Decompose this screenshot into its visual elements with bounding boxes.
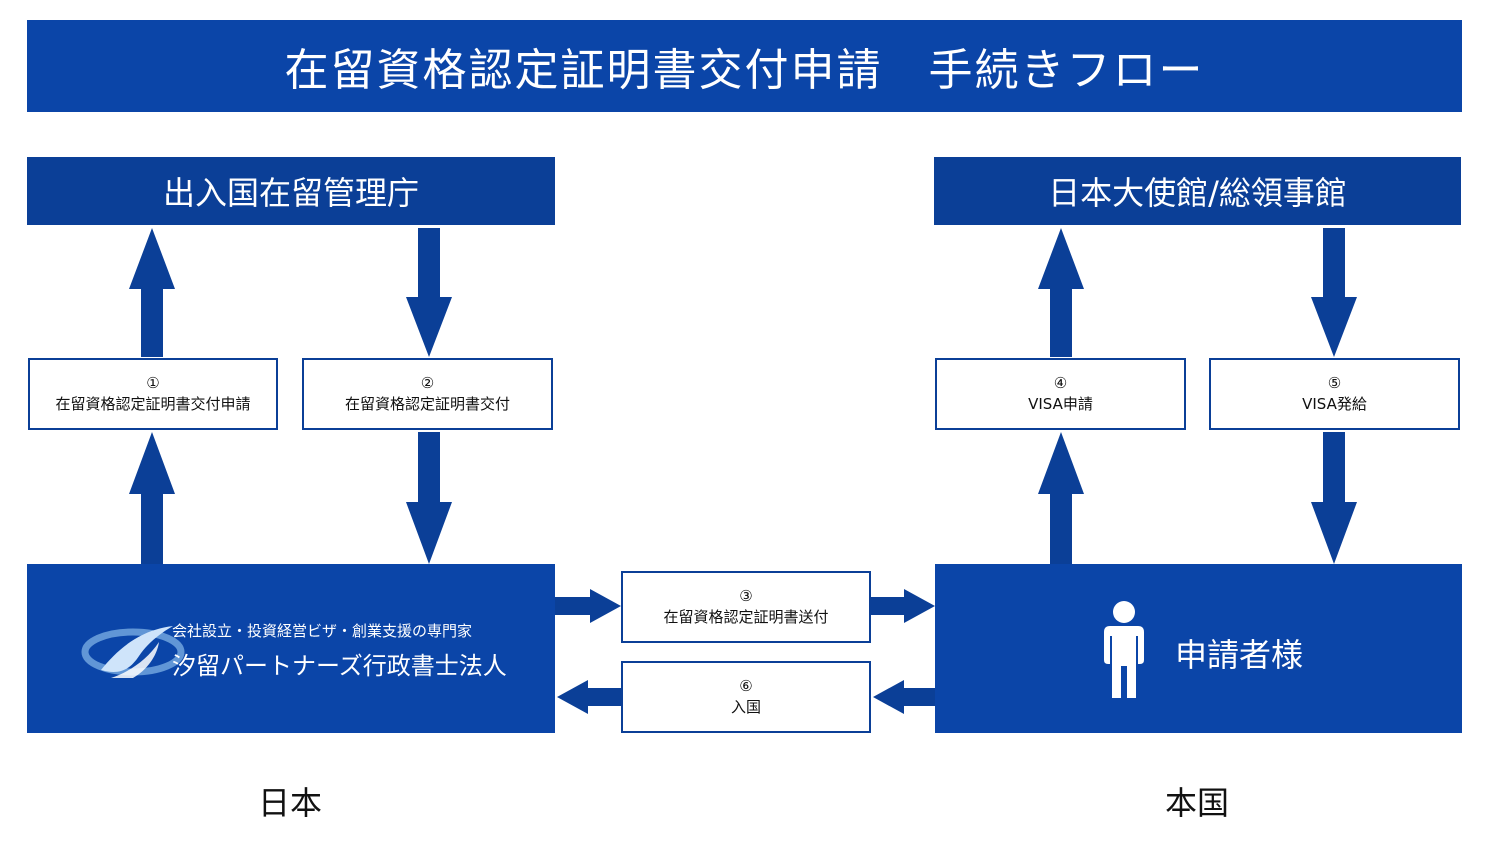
step-3-box: ③ 在留資格認定証明書送付 (621, 571, 871, 643)
region-japan: 日本 (257, 784, 322, 822)
step-4-label: VISA申請 (1028, 395, 1093, 413)
office-name: 汐留パートナーズ行政書士法人 (172, 652, 507, 680)
step-3-label: 在留資格認定証明書送付 (663, 608, 829, 626)
immigration-agency-box: 出入国在留管理庁 (27, 157, 555, 225)
arrow-right-3b (870, 589, 935, 623)
arrow-left-6b (557, 680, 621, 714)
step-5-label: VISA発給 (1302, 395, 1367, 413)
arrow-right-3a (555, 589, 621, 623)
step-1-number: ① (146, 374, 160, 392)
page-title: 在留資格認定証明書交付申請 手続きフロー (27, 20, 1462, 112)
step-6-number: ⑥ (739, 677, 753, 695)
applicant-label: 申請者様 (1175, 636, 1304, 674)
step-6-box: ⑥ 入国 (621, 661, 871, 733)
embassy-box: 日本大使館/総領事館 (934, 157, 1461, 225)
office-tagline: 会社設立・投資経営ビザ・創業支援の専門家 (172, 622, 473, 640)
arrow-up-4b (1038, 432, 1084, 564)
company-logo-icon (81, 626, 185, 678)
step-2-label: 在留資格認定証明書交付 (344, 395, 510, 413)
step-2-number: ② (420, 374, 435, 392)
region-home-country: 本国 (1164, 784, 1229, 822)
step-4-number: ④ (1053, 374, 1068, 392)
arrow-up-1a (129, 228, 175, 357)
step-5-number: ⑤ (1327, 374, 1342, 392)
arrow-down-5b (1311, 432, 1357, 564)
arrow-down-2b (406, 432, 452, 564)
step-1-box: ① 在留資格認定証明書交付申請 (28, 358, 278, 430)
step-3-number: ③ (739, 587, 753, 605)
arrow-down-5a (1311, 228, 1357, 357)
office-box: 会社設立・投資経営ビザ・創業支援の専門家 汐留パートナーズ行政書士法人 (27, 564, 555, 733)
person-icon (1104, 601, 1144, 698)
arrow-up-4a (1038, 228, 1084, 357)
step-2-box: ② 在留資格認定証明書交付 (302, 358, 553, 430)
arrow-up-1b (129, 432, 175, 564)
applicant-box: 申請者様 (935, 564, 1462, 733)
step-5-box: ⑤ VISA発給 (1209, 358, 1460, 430)
step-1-label: 在留資格認定証明書交付申請 (55, 395, 251, 413)
step-6-label: 入国 (730, 698, 761, 716)
arrow-left-6a (873, 680, 935, 714)
arrow-down-2a (406, 228, 452, 357)
step-4-box: ④ VISA申請 (935, 358, 1186, 430)
